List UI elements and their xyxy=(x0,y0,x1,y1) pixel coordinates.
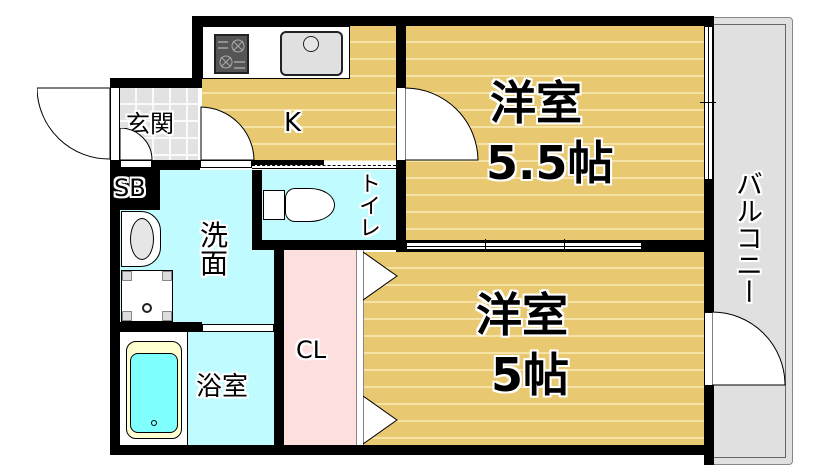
bath-door-frame xyxy=(202,324,274,332)
balcony xyxy=(712,17,793,465)
washbasin-icon xyxy=(121,211,161,267)
closet-door-top-icon xyxy=(363,252,398,301)
wall-entrance-bottom xyxy=(110,160,200,170)
wall-bottom xyxy=(110,445,714,455)
kitchen-label: K xyxy=(284,108,302,138)
balcony-door-icon xyxy=(712,311,786,386)
balcony-label: バルコニー xyxy=(731,170,762,305)
wall-kitchen-room1 xyxy=(396,16,406,90)
entrance-door-icon xyxy=(37,87,111,160)
wall-kitchen-room1-lower xyxy=(396,160,406,248)
room2-name: 洋室 xyxy=(476,288,568,342)
stove-icon xyxy=(214,34,249,74)
room1-door-icon xyxy=(405,87,479,161)
toilet-icon xyxy=(263,188,337,224)
washing-machine-pan-icon xyxy=(121,270,173,322)
wall-toilet-left xyxy=(252,170,262,250)
closet xyxy=(284,250,356,446)
wall-kitchen-left xyxy=(192,16,202,88)
kitchen-door-frame xyxy=(200,160,252,168)
toilet-label: トイレ xyxy=(355,172,380,238)
wall-entrance-top xyxy=(110,78,202,88)
wall-closet-left xyxy=(274,248,284,455)
closet-door-track xyxy=(356,250,364,446)
kitchen-door-icon xyxy=(200,106,255,161)
washroom-label: 洗面 xyxy=(199,219,228,280)
toilet-sliding-door xyxy=(252,165,396,169)
bathtub-icon xyxy=(126,341,182,439)
sb-door-frame xyxy=(120,160,152,168)
closet-label: CL xyxy=(296,336,327,364)
western-room-2 xyxy=(362,252,704,455)
sliding-door-rooms xyxy=(406,239,642,253)
closet-door-bottom-icon xyxy=(363,396,398,445)
wall-left xyxy=(110,160,120,455)
bathroom-label: 浴室 xyxy=(196,372,249,402)
room2-size: 5帖 xyxy=(491,348,570,402)
sb-door-icon xyxy=(120,128,153,161)
window-room1 xyxy=(704,26,713,180)
room1-name: 洋室 xyxy=(490,76,582,130)
wall-wash-bath xyxy=(110,322,202,332)
room1-size: 5.5帖 xyxy=(486,136,614,190)
sb-label: SB xyxy=(114,174,146,202)
sink-icon xyxy=(280,31,343,76)
wall-toilet-bottom xyxy=(252,240,406,250)
wall-top xyxy=(192,16,713,26)
window-room1-mullion xyxy=(700,102,716,103)
sb-area xyxy=(110,168,160,210)
wall-kitchen-bottom xyxy=(252,160,324,166)
wall-entrance-left xyxy=(110,78,120,88)
entrance-door-frame xyxy=(110,88,120,160)
